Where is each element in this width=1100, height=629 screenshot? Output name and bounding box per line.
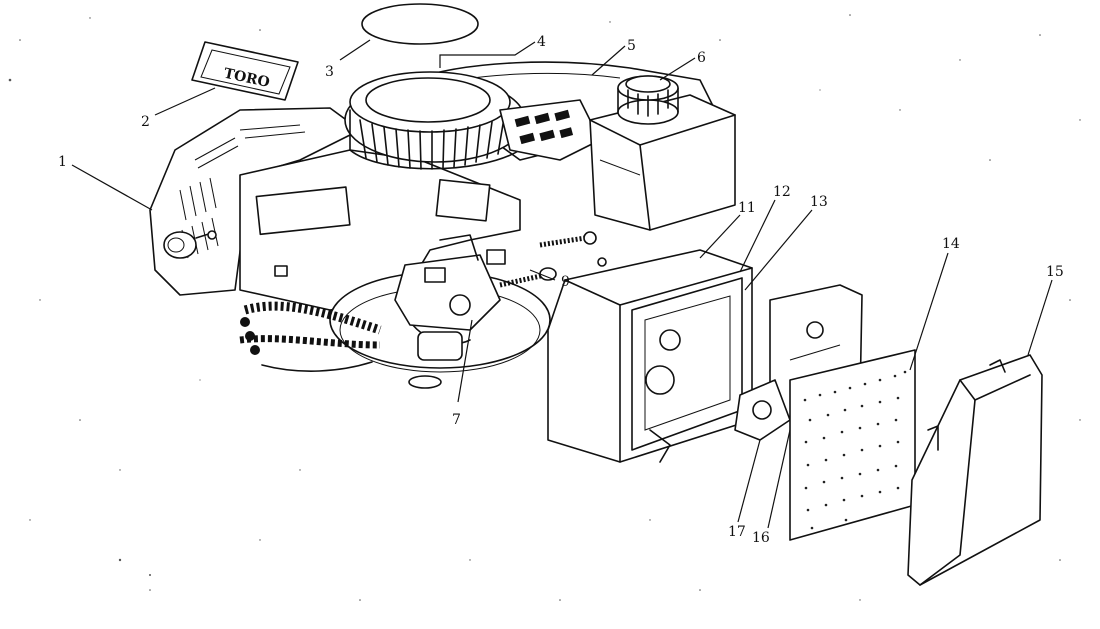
scan-noise xyxy=(8,14,1081,601)
callout-5: 5 xyxy=(627,38,636,54)
part-1-engine-block xyxy=(149,107,521,311)
ignition-wires xyxy=(239,301,382,372)
leader-lines xyxy=(71,39,1053,529)
part-2-decal: TORO xyxy=(191,41,299,101)
part-11-air-cleaner-base xyxy=(547,249,753,463)
part-17-gasket xyxy=(734,379,791,441)
callout-17: 17 xyxy=(728,524,746,540)
fuel-tank xyxy=(589,94,736,231)
callout-2: 2 xyxy=(141,114,150,130)
callout-6: 6 xyxy=(697,50,706,66)
callout-16: 16 xyxy=(752,530,770,546)
callout-4: 4 xyxy=(537,34,546,50)
callout-14: 14 xyxy=(942,236,960,252)
part-14-filter-element xyxy=(789,349,916,541)
callout-11: 11 xyxy=(738,200,756,216)
part-6-fuel-cap xyxy=(617,75,679,125)
part-15-air-cleaner-cover xyxy=(907,354,1043,586)
muffler xyxy=(499,99,601,161)
callout-3: 3 xyxy=(325,64,334,80)
callout-12: 12 xyxy=(773,184,791,200)
recoil-starter xyxy=(344,71,526,170)
callout-13: 13 xyxy=(810,194,828,210)
callout-7: 7 xyxy=(452,412,461,428)
part-3-ring xyxy=(361,3,479,45)
callout-15: 15 xyxy=(1046,264,1064,280)
callout-1: 1 xyxy=(58,154,67,170)
callout-9: 9 xyxy=(561,274,570,290)
callout-labels: 1 2 3 4 5 6 7 9 11 12 13 14 15 16 17 xyxy=(58,34,1064,546)
